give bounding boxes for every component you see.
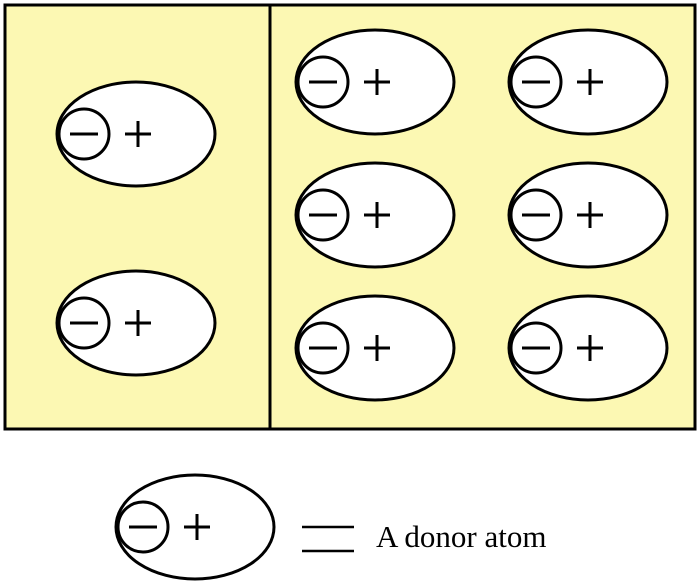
electron-minus-icon xyxy=(116,500,170,554)
electron-minus-icon xyxy=(57,107,111,161)
electron-minus-icon xyxy=(296,188,350,242)
donor-atom xyxy=(507,161,669,269)
donor-atom xyxy=(507,28,669,136)
ion-plus-icon xyxy=(577,335,603,361)
legend-donor-atom xyxy=(114,473,276,581)
electron-minus-icon xyxy=(57,296,111,350)
ion-plus-icon xyxy=(364,335,390,361)
donor-atoms xyxy=(55,28,669,402)
electron-minus-icon xyxy=(509,321,563,375)
donor-atom xyxy=(55,80,217,188)
ion-plus-icon xyxy=(577,69,603,95)
ion-plus-icon xyxy=(184,514,210,540)
ion-plus-icon xyxy=(577,202,603,228)
equals-sign xyxy=(302,525,354,553)
donor-atom xyxy=(294,161,456,269)
electron-minus-icon xyxy=(509,55,563,109)
electron-minus-icon xyxy=(296,321,350,375)
donor-atom xyxy=(507,294,669,402)
legend-label: A donor atom xyxy=(376,519,547,554)
ion-plus-icon xyxy=(125,310,151,336)
ion-plus-icon xyxy=(125,121,151,147)
donor-atom xyxy=(294,294,456,402)
donor-atom xyxy=(294,28,456,136)
legend-atom-icon xyxy=(114,473,276,581)
legend: A donor atom xyxy=(114,473,547,581)
ion-plus-icon xyxy=(364,69,390,95)
electron-minus-icon xyxy=(296,55,350,109)
donor-atom xyxy=(55,269,217,377)
electron-minus-icon xyxy=(509,188,563,242)
ion-plus-icon xyxy=(364,202,390,228)
